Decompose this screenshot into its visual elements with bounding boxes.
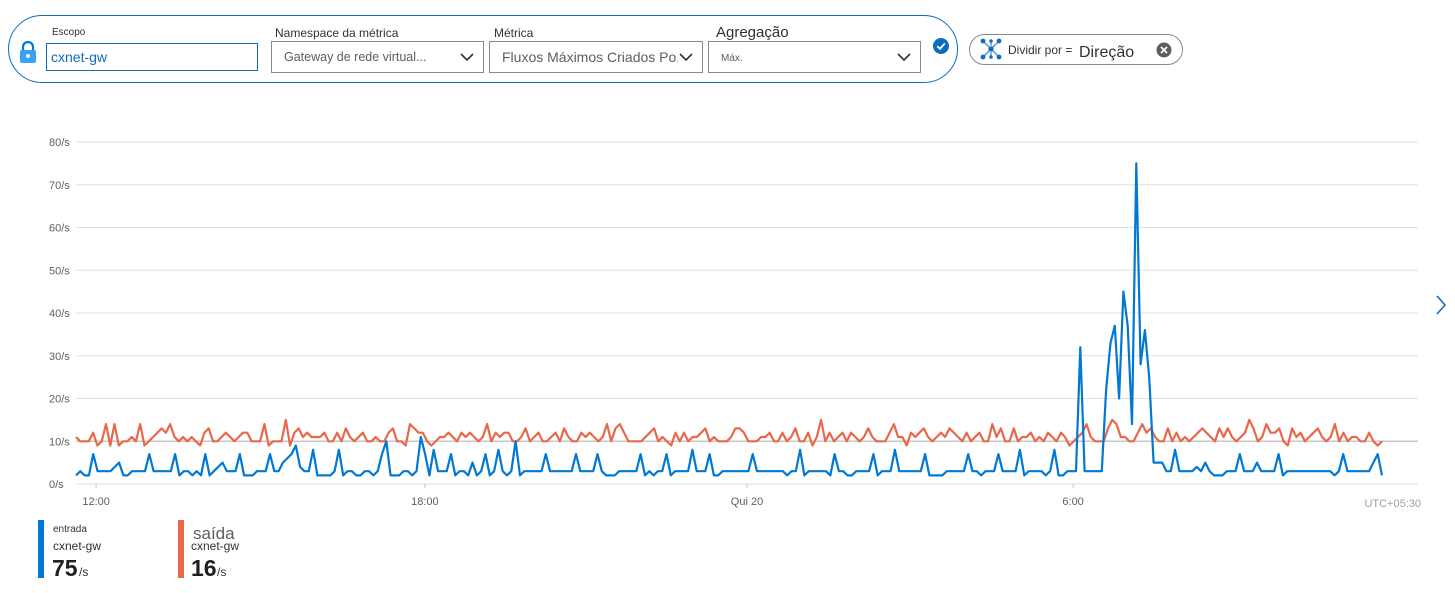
y-tick-label: 60/s (49, 223, 70, 235)
legend-series-name: entrada (53, 524, 87, 535)
aggregation-value: Máx. (721, 53, 743, 64)
close-icon[interactable] (1156, 42, 1172, 58)
x-tick-label: 6:00 (1062, 496, 1083, 508)
check-circle-icon[interactable] (933, 38, 949, 54)
legend-value: 75 (52, 555, 78, 581)
chevron-down-icon (460, 53, 474, 62)
legend-value: 16 (191, 555, 217, 581)
y-tick-label: 30/s (49, 351, 70, 363)
metric-value: Fluxos Máximos Criados Po... (502, 49, 678, 65)
chevron-down-icon (897, 53, 911, 62)
line-chart: 0/s 10/s 20/s 30/s 40/s 50/s 60/s 70/s 80/s 12:00… (49, 137, 1421, 510)
namespace-dropdown[interactable]: Gateway de rede virtual... (271, 41, 484, 73)
chevron-down-icon (679, 53, 693, 62)
split-label: Dividir por = (1008, 43, 1073, 57)
namespace-label: Namespace da métrica (275, 26, 399, 40)
y-tick-label: 50/s (49, 265, 70, 277)
legend-color-swatch (178, 520, 184, 578)
split-value: Direção (1079, 44, 1135, 61)
series-line-entrada (75, 162, 1384, 477)
x-tick-label: Qui 20 (731, 496, 763, 508)
legend-unit: /s (217, 565, 227, 579)
split-filter-pill[interactable] (969, 34, 1183, 65)
series-line-saida (75, 418, 1383, 447)
y-tick-label: 80/s (49, 137, 70, 149)
y-tick-label: 20/s (49, 394, 70, 406)
x-tick-label: 18:00 (411, 496, 439, 508)
metric-label: Métrica (494, 26, 534, 40)
y-tick-label: 40/s (49, 308, 70, 320)
lock-icon (20, 40, 36, 63)
y-tick-label: 10/s (49, 436, 70, 448)
metric-dropdown[interactable]: Fluxos Máximos Criados Po... (489, 41, 703, 73)
legend-color-swatch (38, 520, 44, 578)
chevron-right-icon[interactable] (1434, 293, 1448, 317)
timezone-label: UTC+05:30 (1364, 498, 1421, 510)
y-tick-label: 70/s (49, 180, 70, 192)
namespace-value: Gateway de rede virtual... (284, 50, 427, 64)
legend-unit: /s (79, 565, 89, 579)
legend-resource-name: cxnet-gw (53, 539, 102, 553)
legend-resource-name: cxnet-gw (191, 539, 240, 553)
scope-label: Escopo (52, 27, 86, 38)
x-tick-label: 12:00 (82, 496, 110, 508)
legend-series-name: saída (193, 524, 235, 543)
y-tick-label: 0/s (49, 479, 64, 491)
scope-input[interactable]: cxnet-gw (46, 43, 258, 71)
split-icon (980, 38, 1002, 60)
aggregation-label: Agregação (714, 24, 791, 41)
aggregation-dropdown[interactable]: Máx. (708, 41, 921, 73)
